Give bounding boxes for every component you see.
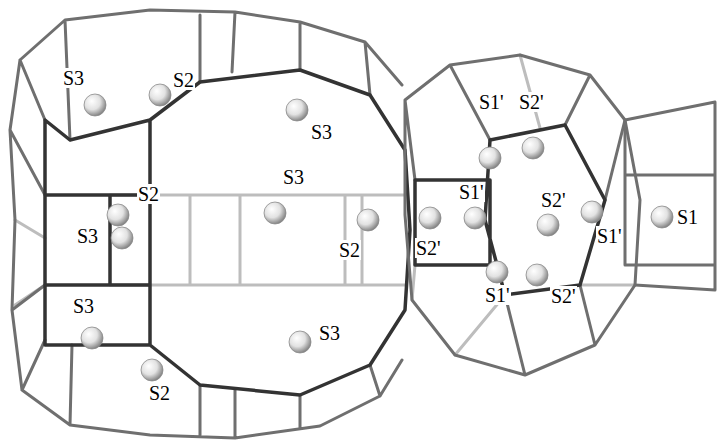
cation-sphere (486, 261, 508, 283)
site-label: S2' (415, 238, 442, 258)
cation-sites (81, 84, 673, 381)
cation-sphere (522, 137, 544, 159)
site-label: S3 (310, 122, 333, 142)
cation-sphere (581, 201, 603, 223)
cation-sphere (111, 227, 133, 249)
cation-sphere (81, 327, 103, 349)
site-label: S3 (62, 68, 85, 88)
site-label: S2 (172, 70, 195, 90)
cation-sphere (286, 99, 308, 121)
site-label: S2 (338, 240, 361, 260)
cation-sphere (107, 204, 129, 226)
cation-sphere (419, 207, 441, 229)
cation-sphere (289, 331, 311, 353)
site-label: S2 (148, 383, 171, 403)
cation-sphere (537, 214, 559, 236)
sodalite-edge (405, 55, 640, 375)
cation-sphere (479, 147, 501, 169)
window-edge (415, 125, 605, 295)
prism-edge (625, 102, 715, 290)
cation-sphere (149, 84, 171, 106)
site-label: S1' (478, 92, 505, 112)
site-label: S3 (76, 226, 99, 246)
cation-sphere (651, 206, 673, 228)
site-label: S2 (137, 184, 160, 204)
cage-edge (10, 10, 402, 438)
site-label: S2' (540, 190, 567, 210)
site-label: S1' (484, 285, 511, 305)
site-label: S1' (458, 182, 485, 202)
site-label: S1 (676, 207, 699, 227)
cation-sphere (84, 94, 106, 116)
site-label: S1' (596, 226, 623, 246)
site-label: S3 (318, 323, 341, 343)
cation-sphere (141, 359, 163, 381)
window-edge (45, 70, 410, 395)
cation-sphere (357, 209, 379, 231)
cation-sphere (526, 264, 548, 286)
site-label: S2' (518, 92, 545, 112)
back-edge (15, 195, 405, 305)
sodalite-edge (412, 55, 635, 355)
site-label: S3 (282, 167, 305, 187)
cation-sphere (264, 202, 286, 224)
site-label: S2' (550, 286, 577, 306)
site-label: S3 (72, 296, 95, 316)
cation-sphere (464, 207, 486, 229)
